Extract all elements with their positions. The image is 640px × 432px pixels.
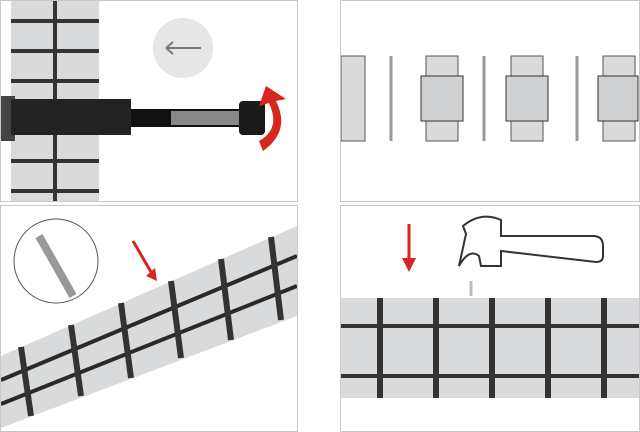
step-4-panel: [340, 205, 640, 432]
step-3-panel: [0, 205, 298, 432]
step-1-panel: [0, 0, 298, 202]
down-arrow-icon: [402, 224, 416, 272]
rotate-arrow-icon: [259, 86, 286, 151]
pin-remover-tool-icon: [11, 99, 265, 135]
pin-insert-illustration: [1, 218, 297, 428]
links-and-pins-illustration: [341, 55, 639, 142]
band-link-icon: [341, 55, 639, 142]
down-arrow-icon: [131, 240, 157, 281]
left-arrow-badge-icon: [153, 18, 213, 78]
band-link-icon: [341, 298, 639, 398]
band-link-icon: [1, 226, 297, 428]
pin-icon: [389, 56, 579, 141]
pin-remover-illustration: [1, 1, 286, 201]
hammer-icon: [458, 215, 604, 267]
step-2-panel: [340, 0, 640, 202]
hammer-illustration: [341, 215, 639, 398]
pin-closeup-icon: [13, 218, 99, 304]
